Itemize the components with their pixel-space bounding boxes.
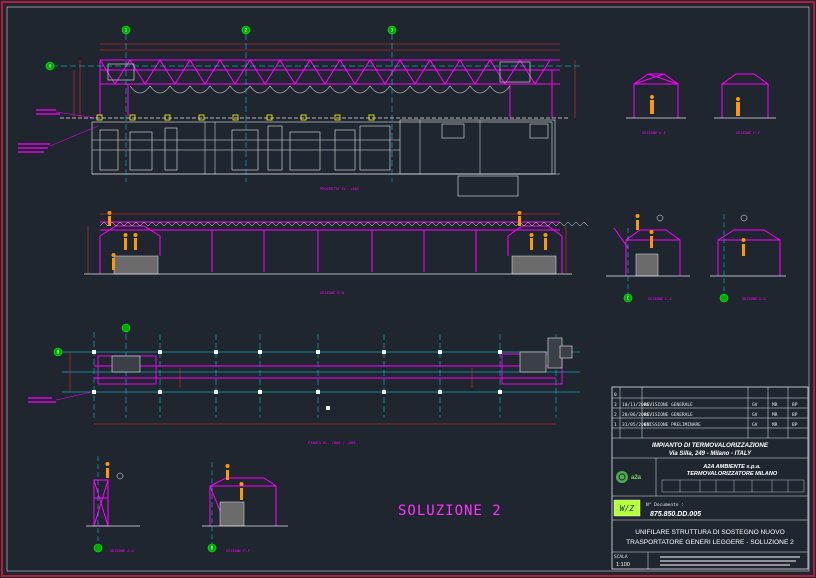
section-label-e-e: SEZIONE E-E [642,131,666,135]
svg-text:31/05/2006: 31/05/2006 [622,422,649,428]
soluzione-label: SOLUZIONE 2 [398,503,502,519]
svg-text:2: 2 [614,412,617,418]
section-label-a-a: SEZIONE A-A [110,549,135,553]
scale-label: SCALA [614,554,628,560]
revision-row-1: 1 31/05/2006 EMISSIONE PRELIMINARE GV MR… [614,422,798,428]
svg-text:MR: MR [772,402,778,408]
grid-bubble-b: B [57,350,60,355]
svg-text:10/11/2006: 10/11/2006 [622,402,649,408]
wz-stamp [613,499,641,517]
section-d-d: SEZIONE D-D [710,214,786,301]
project-title: IMPIANTO DI TERMOVALORIZZAZIONE [652,442,769,449]
svg-text:3: 3 [614,402,617,408]
grid-bubble-2: 2 [245,28,248,33]
section-f-f-bottom: SEZIONE F-F [202,462,288,553]
section-f-f-top: SEZIONE F-F [714,73,776,135]
section-label-d-d: SEZIONE D-D [742,297,766,301]
view-label-plan: PIANTA EL. +000 / +465 [308,441,356,445]
title-block: 0 3 10/11/2006 REVISIONE GENERALE GV MR … [611,386,809,570]
plan-view: PIANTA EL. +000 / +465 [28,332,580,445]
description-line-2: TRASPORTATORE GENERI LEGGERE - SOLUZIONE… [626,539,794,546]
grid-bubble-d: D [211,546,214,551]
section-label-f-f-bottom: SEZIONE F-F [226,549,250,553]
svg-text:a2a: a2a [631,475,642,481]
svg-text:MR: MR [772,422,778,428]
section-a-a: SEZIONE A-A [86,456,140,553]
svg-text:BP: BP [792,402,798,408]
svg-text:0: 0 [614,392,617,398]
grid-bubble-c: C [627,296,630,301]
project-address: Via Silla, 249 - Milano - ITALY [669,451,752,457]
svg-text:GV: GV [752,412,758,418]
middle-elevation-view: SEZIONE B-B [84,211,589,295]
sheet-inner-frame [6,6,810,572]
svg-text:W/Z: W/Z [620,504,635,513]
section-label-f-f: SEZIONE F-F [736,131,760,135]
revision-row-3: 3 10/11/2006 REVISIONE GENERALE GV MR BP [614,402,798,408]
grid-bubble-3: 3 [391,28,394,33]
svg-text:GV: GV [752,402,758,408]
doc-number-label: N° Documento : [646,502,684,508]
svg-text:GV: GV [752,422,758,428]
svg-text:BP: BP [792,422,798,428]
description-line-1: UNIFILARE STRUTTURA DI SOSTEGNO NUOVO [635,529,784,536]
client-site: TERMOVALORIZZATORE MILANO [687,471,778,477]
svg-text:REVISIONE GENERALE: REVISIONE GENERALE [644,402,693,408]
client-logo: a2a [616,471,642,483]
scale-value: 1:100 [616,562,630,568]
section-label-b-b: SEZIONE B-B [320,291,344,295]
section-label-c-c: SEZIONE C-C [648,297,672,301]
grid-bubble-a: A [49,64,52,69]
svg-text:1: 1 [614,422,617,428]
grid-bubbles: 1 2 3 A B C D [45,25,729,553]
section-e-e: SEZIONE E-E [626,73,686,135]
svg-text:REVISIONE GENERALE: REVISIONE GENERALE [644,412,693,418]
svg-text:BP: BP [792,412,798,418]
doc-number: 875.850.DD.005 [650,511,701,518]
svg-text:28/06/2006: 28/06/2006 [622,412,649,418]
section-c-c: SEZIONE C-C [606,214,690,301]
grid-bubble-1: 1 [125,28,128,33]
client-name: A2A AMBIENTE s.p.a. [702,464,761,470]
top-elevation-view: PROSPETTO EL. +465 [18,34,580,197]
svg-text:MR: MR [772,412,778,418]
svg-text:EMISSIONE PRELIMINARE: EMISSIONE PRELIMINARE [644,422,701,428]
view-label-elevation: PROSPETTO EL. +465 [320,187,359,191]
revision-row-0: 0 [614,392,617,398]
revision-row-2: 2 28/06/2006 REVISIONE GENERALE GV MR BP [614,412,798,418]
